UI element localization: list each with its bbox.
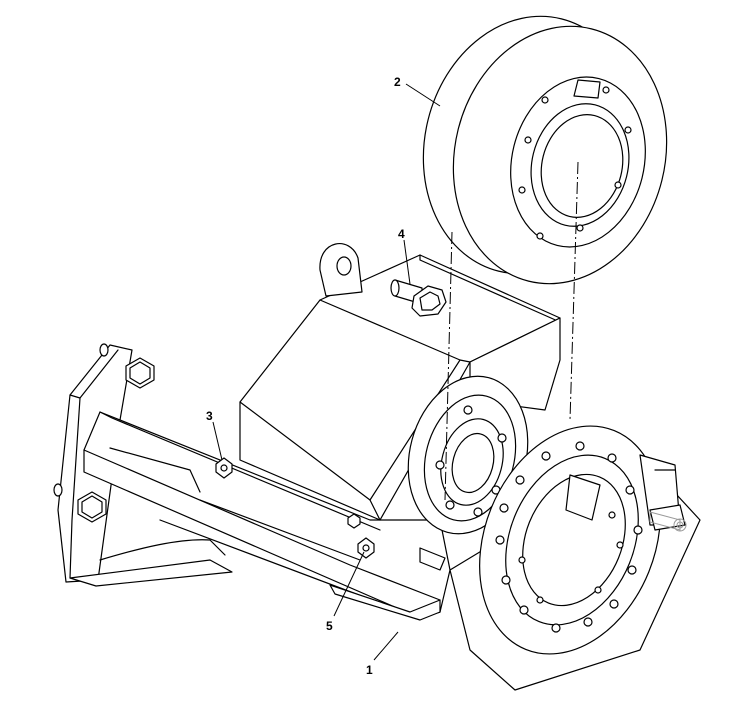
callout-4-label: 4 [398,227,405,241]
frame-arm [83,411,451,621]
callout-1: 1 [366,631,399,677]
centerline-left [444,231,453,501]
callout-5: 5 [326,551,365,633]
centerline-right [569,161,579,421]
nut-3 [215,457,233,479]
pin-bolt [390,279,447,317]
nut-5 [357,537,375,559]
callout-2: 2 [394,75,441,107]
nut-top-arm [347,513,361,529]
gear-housing [239,243,561,521]
callout-3-label: 3 [206,409,213,423]
bracket-bolt-upper [125,357,155,389]
callout-3: 3 [206,409,223,461]
rotor-flange [449,425,701,691]
callout-2-label: 2 [394,75,401,89]
callout-4: 4 [398,227,411,285]
bracket-bolt-lower [77,491,107,523]
rotor-bolt-circle [495,441,643,633]
pulley [422,15,668,285]
set-screw [649,511,687,532]
callout-5-label: 5 [326,619,333,633]
callout-1-label: 1 [366,663,373,677]
